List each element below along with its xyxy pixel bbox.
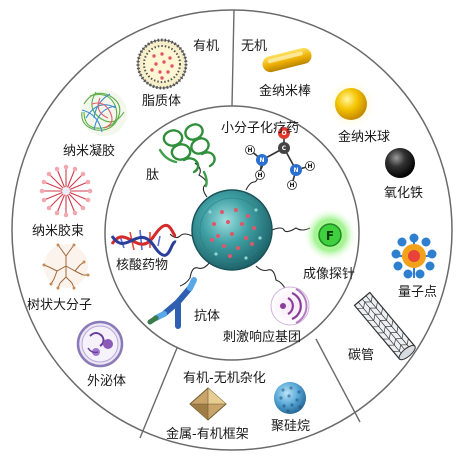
liposome-icon [136,38,188,90]
gold-nanosphere-label: 金纳米球 [338,130,391,145]
nanomicelle-label: 纳米胶束 [32,224,85,239]
atom-label: O [281,130,286,137]
quantum-dot-label: 量子点 [398,285,438,300]
atom-label: H [247,147,252,154]
small-molecule-label: 小分子化疗药 [221,121,300,136]
exosome-label: 外泌体 [87,374,127,389]
small-molecule-icon: H N H C O N H H [245,127,315,190]
exosome-icon [76,320,124,368]
atom-label: H [289,182,294,189]
imaging-probe-icon: F [304,209,356,261]
nanogel-label: 纳米凝胶 [63,144,116,159]
gold-nanosphere-icon [327,80,375,128]
nucleic-acid-label: 核酸药物 [116,258,169,273]
mof-icon [189,387,227,421]
divider-top [231,9,235,107]
category-organic-label: 有机 [193,39,220,54]
category-hybrid-label: 有机-无机杂化 [183,371,266,386]
quantum-dot-icon [391,233,437,279]
carbon-nanotube-label: 碳管 [348,348,375,363]
nanoparticle-core [169,161,311,291]
dendrimer-label: 树状大分子 [27,298,93,313]
nanogel-icon [81,90,127,136]
antibody-icon [147,277,197,329]
gold-nanorod-label: 金纳米棒 [259,84,312,99]
dendrimer-icon [42,243,90,290]
atom-label: H [257,172,262,179]
gold-nanorod-icon [262,47,312,73]
dna-icon [110,223,177,257]
iron-oxide-icon [385,148,415,178]
atom-label: N [293,167,298,174]
divider-bottom-left [139,347,178,439]
category-inorganic-label: 无机 [241,39,268,54]
nanomicelle-icon [39,164,93,218]
carbon-nanotube-icon [353,291,416,361]
stimuli-responsive-label: 刺激响应基团 [223,330,302,345]
silsesquioxane-icon [274,382,306,414]
imaging-probe-label: 成像探针 [303,267,356,282]
antibody-label: 抗体 [194,309,221,324]
divider-bottom-right [315,338,361,423]
liposome-label: 脂质体 [142,94,182,109]
peptide-label: 肽 [146,168,160,183]
peptide-icon [158,123,216,188]
atom-label: N [259,157,264,164]
stimuli-responsive-icon [270,286,310,326]
iron-oxide-label: 氧化铁 [384,186,424,201]
silsesquioxane-label: 聚硅烷 [271,419,311,434]
atom-label: H [307,163,312,170]
imaging-letter: F [326,229,334,243]
atom-label: C [282,145,287,152]
mof-label: 金属-有机框架 [166,427,249,442]
